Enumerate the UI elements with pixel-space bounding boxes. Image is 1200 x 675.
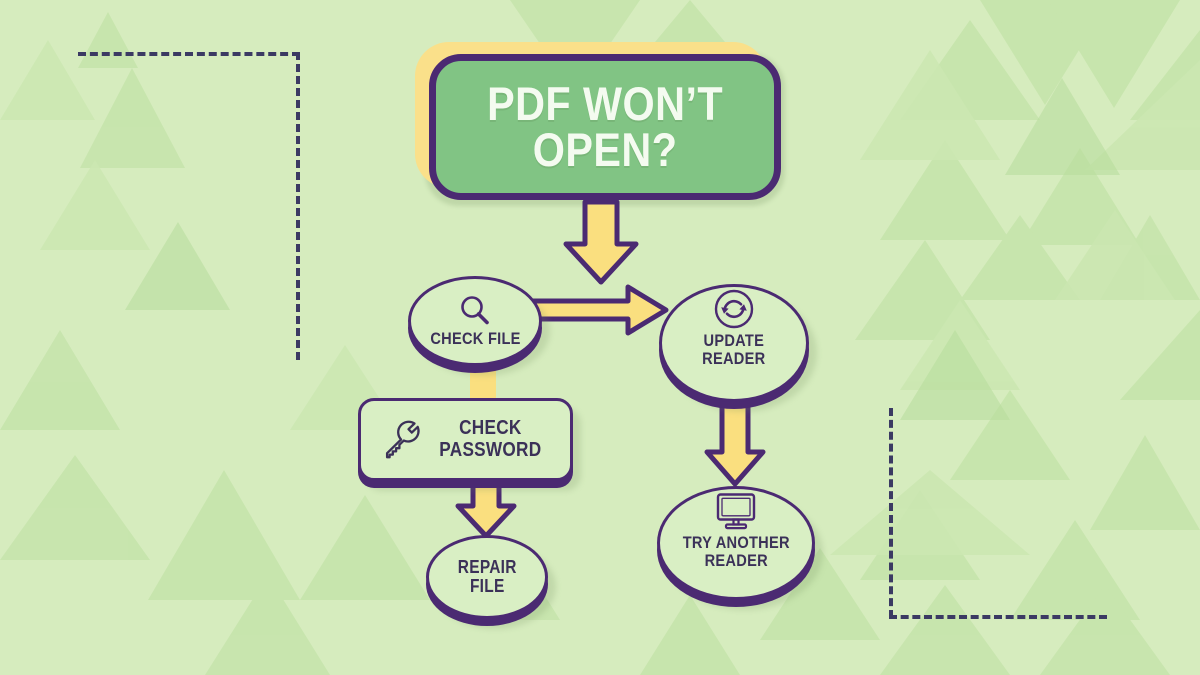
node-content: TRY ANOTHER READER (657, 486, 815, 600)
node-content: UPDATE READER (659, 284, 809, 402)
node-repair-file-label: REPAIR FILE (457, 556, 517, 596)
page-title: PDF WON’T OPEN? (486, 76, 724, 176)
dashed-line-vertical-left (296, 52, 300, 360)
node-body (426, 535, 548, 619)
dashed-line-horizontal-top (78, 52, 300, 56)
connector-update-reader-to-try-another-reader (704, 404, 766, 487)
node-try-another-reader-label: TRY ANOTHER READER (682, 533, 790, 571)
refresh-sync-icon (713, 288, 755, 330)
node-body: CHECK PASSWORD (358, 398, 573, 481)
node-update-reader-label: UPDATE READER (702, 331, 766, 369)
node-repair-file[interactable]: REPAIR FILE (426, 535, 556, 629)
node-content: REPAIR FILE (426, 535, 548, 619)
node-body (408, 276, 542, 366)
connector-title-to-check-file (563, 200, 639, 285)
dashed-line-horizontal-bottom (889, 615, 1107, 619)
magnifying-glass-icon (457, 293, 493, 329)
node-body (657, 486, 815, 600)
node-check-password-label: CHECK PASSWORD (439, 417, 542, 461)
wrench-icon (381, 418, 423, 462)
node-update-reader[interactable]: UPDATE READER (659, 284, 817, 412)
title-card: PDF WON’T OPEN? (415, 42, 785, 206)
monitor-icon (712, 492, 760, 532)
node-check-file-label: CHECK FILE (429, 329, 521, 349)
node-content: CHECK FILE (408, 276, 542, 366)
title-card-body: PDF WON’T OPEN? (429, 54, 781, 200)
dashed-line-vertical-right (889, 408, 893, 618)
node-try-another-reader[interactable]: TRY ANOTHER READER (657, 486, 823, 610)
node-check-password[interactable]: CHECK PASSWORD (358, 398, 581, 491)
node-body (659, 284, 809, 402)
node-check-file[interactable]: CHECK FILE (408, 276, 550, 376)
